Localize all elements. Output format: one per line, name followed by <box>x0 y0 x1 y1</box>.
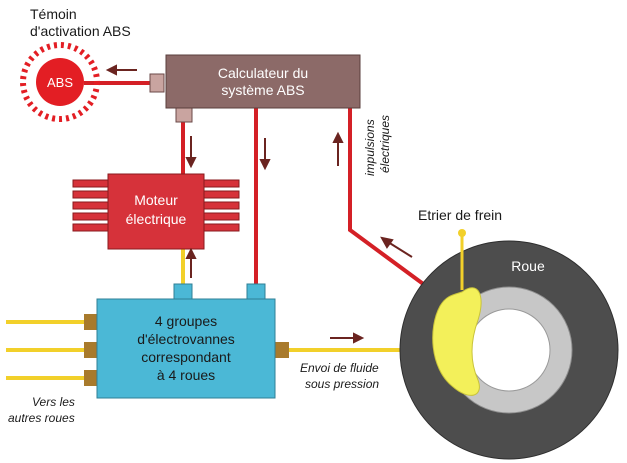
wheel: Roue <box>399 240 619 460</box>
motor-label-line-1: Moteur <box>134 192 178 208</box>
ecu-label-line-2: système ABS <box>221 82 304 98</box>
abs-warning-lamp: ABS <box>20 42 100 122</box>
caliper-pointer-dot <box>458 229 466 237</box>
arrow-pulses-up-head <box>332 131 344 143</box>
hub-opening <box>467 308 551 392</box>
arrow-ecu-to-motor-head <box>185 157 197 169</box>
valve-label-line-2: d'électrovannes <box>137 331 235 347</box>
lamp-body <box>36 58 84 106</box>
brake-caliper <box>432 287 482 396</box>
lamp-title-line-2: d'activation ABS <box>30 23 131 39</box>
ecu-label-line-1: Calculateur du <box>218 65 308 81</box>
arrow-ecu-to-lamp-head <box>105 64 117 76</box>
motor-label-line-2: électrique <box>126 211 187 227</box>
pulses-label-line-1: impulsions <box>363 119 377 176</box>
lamp-title-line-1: Témoin <box>30 6 77 22</box>
arrow-pulses-diag <box>387 241 413 258</box>
wire-sensor-to-ecu <box>348 106 447 302</box>
valve-label-line-1: 4 groupes <box>155 313 217 329</box>
abs-ecu: Calculateur du système ABS <box>149 54 361 123</box>
other-wheels-label-line-2: autres roues <box>8 411 75 425</box>
valve-right-port <box>273 342 289 358</box>
solenoid-valve-block: 4 groupes d'électrovannes correspondant … <box>84 283 289 399</box>
ecu-box <box>165 54 361 109</box>
motor-right-fins <box>198 179 240 232</box>
valve-left-port-1 <box>84 314 100 330</box>
valve-body <box>96 298 276 399</box>
arrow-ecu-to-valves-head <box>259 159 271 171</box>
electric-motor: Moteur électrique <box>72 173 240 250</box>
wheel-label: Roue <box>511 258 545 274</box>
valve-label-line-4: à 4 roues <box>157 367 215 383</box>
fluid-label-line-1: Envoi de fluide <box>300 361 379 375</box>
lamp-text: ABS <box>47 75 73 90</box>
motor-body <box>107 173 205 250</box>
fluid-label-line-2: sous pression <box>305 377 379 391</box>
flow-arrows <box>105 64 413 344</box>
arrow-fluid-head <box>353 332 365 344</box>
arrow-motor-pump-head <box>185 247 197 259</box>
valve-left-port-2 <box>84 342 100 358</box>
valve-left-port-3 <box>84 370 100 386</box>
pulses-label-line-2: électriques <box>378 115 392 173</box>
caliper-label: Etrier de frein <box>418 207 502 223</box>
motor-left-fins <box>72 179 114 232</box>
ecu-connector-left <box>149 73 165 93</box>
arrow-pulses-diag-head <box>380 236 394 249</box>
other-wheels-label-line-1: Vers les <box>32 395 75 409</box>
valve-label-line-3: correspondant <box>141 349 231 365</box>
lamp-glow-ring <box>20 42 100 122</box>
